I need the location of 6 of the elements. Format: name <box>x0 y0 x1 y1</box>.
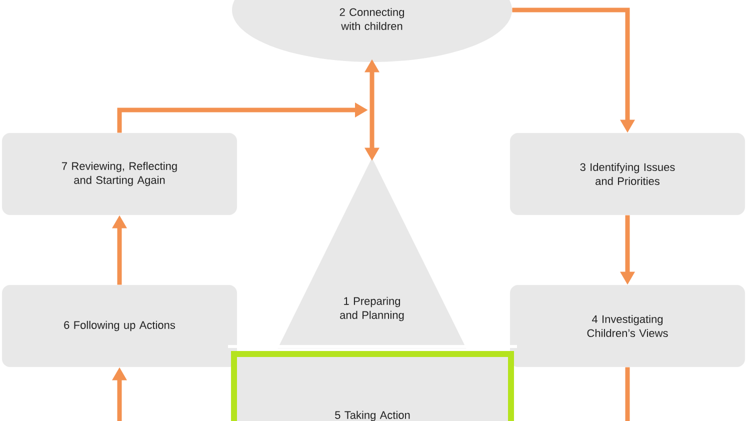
step-triangle: 1 Preparing and Planning <box>278 158 466 348</box>
step-box: 4 Investigating Children’s Views <box>510 285 745 367</box>
step-box: 7 Reviewing, Reflecting and Starting Again <box>2 133 237 215</box>
step-box: 3 Identifying Issues and Priorities <box>510 133 745 215</box>
step-box: 6 Following up Actions <box>2 285 237 367</box>
highlighted-step-box: 5 Taking Action <box>228 345 517 421</box>
